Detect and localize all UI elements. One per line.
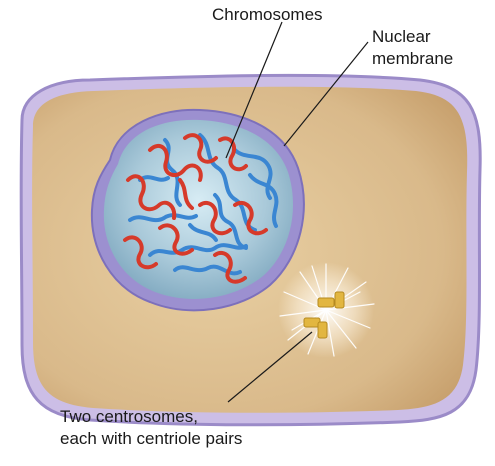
chromosomes-red [123, 133, 268, 284]
chromosome [218, 136, 248, 172]
centriole [334, 291, 345, 309]
chromosome [213, 250, 247, 284]
chromosome [198, 133, 257, 232]
chromosome [148, 243, 248, 257]
chromosome [126, 174, 177, 220]
chromosome [233, 200, 268, 236]
chromosome [198, 200, 232, 236]
chromosomes-blue [128, 133, 279, 276]
chromosome [178, 178, 194, 210]
chromosome [158, 223, 194, 256]
chromosome [138, 175, 170, 182]
centriole-pair [303, 317, 328, 339]
chromosome [233, 148, 273, 200]
nuclear-membrane-label-line2: membrane [372, 49, 453, 68]
centrosomes [278, 262, 375, 358]
centrosomes-leader-line [227, 331, 313, 403]
nuclear-membrane-label-line1: Nuclear [372, 27, 431, 46]
leader-lines [225, 21, 369, 403]
nuclear-membrane-leader-line [283, 41, 369, 147]
chromosome [128, 213, 198, 223]
chromosomes-leader-line [225, 21, 283, 159]
chromosome [183, 133, 218, 164]
chromosomes-label: Chromosomes [212, 5, 323, 24]
chromosome [248, 173, 279, 228]
centriole [317, 321, 328, 339]
nucleus [90, 108, 305, 312]
chromosome [163, 138, 182, 207]
centriole [317, 297, 335, 308]
chromosome [148, 143, 203, 182]
centriole-pair [317, 291, 345, 309]
centrosomes-label-line2: each with centriole pairs [60, 429, 242, 448]
chromosome [188, 223, 218, 242]
chromosome [123, 235, 158, 270]
centrosomes-label-line1: Two centrosomes, [60, 407, 198, 426]
chromosome [173, 264, 242, 276]
chromosome [213, 193, 248, 250]
